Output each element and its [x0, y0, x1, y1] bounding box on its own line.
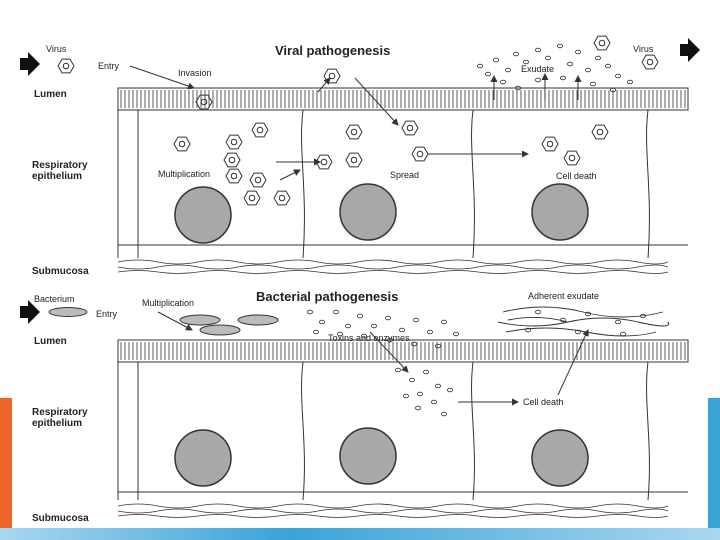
right-accent-bar [708, 398, 720, 540]
bacterial-multiplication-label: Multiplication [142, 298, 194, 308]
bacterial-entry-label: Entry [96, 309, 118, 319]
virus-particle [323, 68, 341, 84]
entry-label: Entry [98, 61, 120, 71]
exudate-label: Exudate [521, 64, 554, 74]
cell-death-label: Cell death [556, 171, 597, 181]
adherent-exudate-label: Adherent exudate [528, 291, 599, 301]
virus-particle [541, 136, 559, 152]
pathogenesis-diagram: Viral pathogenesis Virus Virus Entry Inv… [20, 35, 700, 524]
bottom-accent-band [0, 528, 720, 540]
virus-particle [195, 94, 213, 110]
bacterial-title: Bacterial pathogenesis [256, 289, 398, 304]
bacterial-cell-death-label: Cell death [523, 397, 564, 407]
virus-particle [249, 172, 267, 188]
arrow-right-icon [680, 38, 700, 62]
virus-particle [173, 136, 191, 152]
spread-label: Spread [390, 170, 419, 180]
virus-particle [593, 35, 611, 51]
bacterium-label: Bacterium [34, 294, 75, 304]
bacterial-panel: Bacterial pathogenesis Bacterium Multipl… [20, 289, 689, 524]
virus-particle [345, 152, 363, 168]
bacterial-epithelium-label-1: Respiratory [32, 407, 88, 418]
bacterial-epithelium-label-2: epithelium [32, 418, 82, 429]
bacterial-lumen-label: Lumen [34, 336, 67, 347]
virus-particle [641, 54, 659, 70]
virus-particle [223, 152, 241, 168]
submucosa-label: Submucosa [32, 266, 89, 277]
multiplication-label: Multiplication [158, 169, 210, 179]
virus-particle [591, 124, 609, 140]
lumen-label: Lumen [34, 89, 67, 100]
virus-left-label: Virus [46, 44, 67, 54]
virus-particle [401, 120, 419, 136]
virus-right-label: Virus [633, 44, 654, 54]
epithelium-label-1: Respiratory [32, 160, 88, 171]
arrow-left-icon [20, 52, 40, 76]
virus-particle [225, 134, 243, 150]
virus-particle [345, 124, 363, 140]
virus-particle [225, 168, 243, 184]
left-accent-bar [0, 398, 12, 540]
toxins-label: Toxins and enzymes [328, 333, 410, 343]
arrow-bacterium-icon [20, 300, 40, 324]
viral-title: Viral pathogenesis [275, 43, 390, 58]
bacterial-submucosa-label: Submucosa [32, 513, 89, 524]
virus-particle [57, 58, 75, 74]
virus-particle [251, 122, 269, 138]
virus-particle [411, 146, 429, 162]
invasion-label: Invasion [178, 68, 212, 78]
virus-particle [243, 190, 261, 206]
virus-particle [563, 150, 581, 166]
epithelium-label-2: epithelium [32, 171, 82, 182]
virus-particle [273, 190, 291, 206]
viral-panel: Viral pathogenesis Virus Virus Entry Inv… [20, 35, 700, 277]
